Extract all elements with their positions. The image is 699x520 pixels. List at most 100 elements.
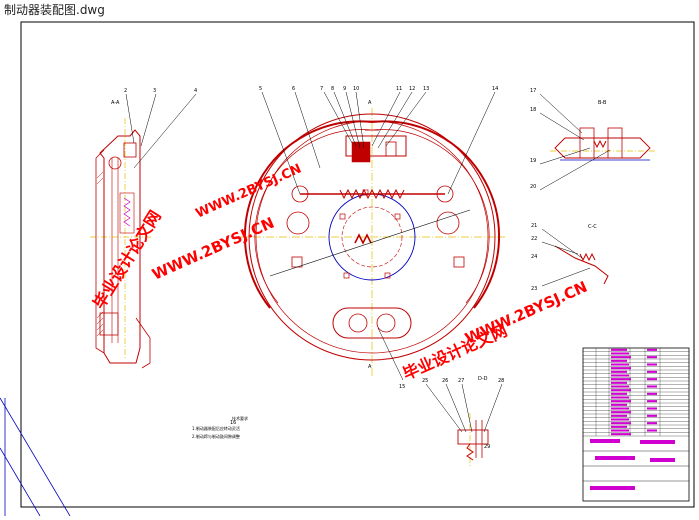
section-label-d-d: D-D xyxy=(478,376,488,382)
title-block-cell-text xyxy=(611,356,631,359)
title-block-cell-text xyxy=(611,363,629,366)
svg-text:28: 28 xyxy=(498,378,504,384)
title-block-cell-text xyxy=(611,433,631,436)
lower-anchor-hole-right xyxy=(376,313,396,333)
drum-outer-circle xyxy=(248,113,496,361)
title-block-cell-text xyxy=(647,422,657,425)
title-block-cell-text xyxy=(611,414,627,417)
shoe-right xyxy=(371,120,501,309)
svg-text:5: 5 xyxy=(259,86,262,92)
title-block[interactable] xyxy=(582,347,690,502)
svg-text:2.制动蹄与制动鼓间隙调整: 2.制动蹄与制动鼓间隙调整 xyxy=(192,433,240,439)
upper-return-spring xyxy=(339,188,405,200)
b-b-balloons: 17 18 19 20 xyxy=(530,88,536,190)
title-block-cell-text xyxy=(611,348,627,351)
section-view-c-c[interactable]: C-C 21 22 23 24 xyxy=(531,223,609,292)
drawing-border xyxy=(20,21,695,508)
section-line-main xyxy=(269,209,471,277)
adjuster-section xyxy=(119,192,135,234)
svg-text:4: 4 xyxy=(194,88,197,94)
left-balloons: 2 3 4 xyxy=(124,88,197,94)
title-block-cell-text xyxy=(640,440,675,444)
svg-text:20: 20 xyxy=(530,184,536,190)
shoe-outline xyxy=(95,149,105,354)
title-block-cell-text xyxy=(611,367,631,370)
title-block-cell-text xyxy=(611,374,629,377)
title-block-cell-text xyxy=(611,378,631,381)
title-block-cell-text xyxy=(611,418,629,421)
d-d-leaders xyxy=(425,383,503,433)
section-view-d-d[interactable]: D-D 25 26 27 28 29 xyxy=(422,376,504,468)
mount-flange xyxy=(135,317,151,369)
title-block-cell-text xyxy=(647,378,657,381)
title-block-cell-text xyxy=(647,348,657,351)
title-block-cell-text xyxy=(647,429,657,432)
left-leaders xyxy=(125,93,197,169)
anchor-pin xyxy=(108,156,122,170)
section-label-b-b: B-B xyxy=(598,100,607,106)
title-block-cell-text xyxy=(611,400,631,403)
svg-text:29: 29 xyxy=(484,444,490,450)
title-block-cell-text xyxy=(611,407,629,410)
drawing-background xyxy=(0,18,699,516)
lower-anchor-block xyxy=(99,312,119,336)
svg-text:23: 23 xyxy=(531,286,537,292)
drawing-canvas[interactable]: A-A 2 3 4 xyxy=(0,18,699,517)
svg-text:1.制动器装配后应转动灵活: 1.制动器装配后应转动灵活 xyxy=(192,425,240,431)
title-block-cell-text xyxy=(611,396,629,399)
main-leaders xyxy=(261,91,496,381)
title-block-cell-text xyxy=(611,385,629,388)
title-block-cell-text xyxy=(595,456,635,460)
b-b-body xyxy=(554,137,651,159)
center-adjuster-spring xyxy=(354,233,372,245)
title-block-frame xyxy=(582,347,690,502)
return-spring-section xyxy=(123,197,131,227)
title-block-cell-text xyxy=(611,370,627,373)
svg-text:9: 9 xyxy=(343,86,346,92)
main-drum-view[interactable]: A A 5 6 7 8 9 10 11 12 13 14 15 xyxy=(230,86,505,426)
backing-plate-outline xyxy=(99,129,141,364)
c-c-spring xyxy=(579,252,596,262)
title-block-cell-text xyxy=(647,407,657,410)
svg-text:16: 16 xyxy=(230,420,236,426)
c-c-leaders xyxy=(541,228,591,287)
svg-text:21: 21 xyxy=(531,223,537,229)
svg-text:2: 2 xyxy=(124,88,127,94)
svg-text:26: 26 xyxy=(442,378,448,384)
lower-anchor-plate xyxy=(332,307,412,339)
b-b-nut-left xyxy=(579,127,595,159)
wheel-cylinder-piston xyxy=(351,141,371,163)
section-view-b-b[interactable]: B-B 17 18 19 20 xyxy=(530,88,655,191)
title-block-cell-text xyxy=(611,389,631,392)
title-block-cell-text xyxy=(647,414,657,417)
window-title: 制动器装配图.dwg xyxy=(4,3,105,17)
d-d-spring xyxy=(466,443,474,461)
lining-left xyxy=(254,129,373,304)
bleeder xyxy=(385,141,397,157)
title-block-cell-text xyxy=(647,385,657,388)
title-block-cell-text xyxy=(611,411,631,414)
b-b-spring xyxy=(593,139,607,149)
svg-text:8: 8 xyxy=(331,86,334,92)
title-block-cell-text xyxy=(611,403,627,406)
wheel-cylinder-section xyxy=(123,142,137,158)
shoe-left xyxy=(243,120,373,309)
title-block-cell-text xyxy=(611,381,627,384)
window-title-bar: 制动器装配图.dwg xyxy=(0,0,699,18)
section-label-c-c: C-C xyxy=(588,224,597,230)
b-b-nut-right xyxy=(607,127,623,159)
hub-inner-circle xyxy=(341,206,403,268)
svg-text:18: 18 xyxy=(530,107,536,113)
d-d-balloons: 25 26 27 28 29 xyxy=(422,378,504,450)
d-d-body xyxy=(457,429,489,445)
corner-lines xyxy=(0,397,71,517)
title-block-cell-text xyxy=(590,486,635,490)
hatching-left xyxy=(96,171,104,337)
wheel-cylinder xyxy=(345,135,407,157)
title-block-cell-text xyxy=(611,392,627,395)
cut-label-top: A xyxy=(368,100,372,106)
svg-text:10: 10 xyxy=(353,86,359,92)
section-view-a-a[interactable]: A-A 2 3 4 xyxy=(90,88,197,369)
title-block-cell-text xyxy=(647,400,657,403)
section-label-a-a: A-A xyxy=(111,100,120,106)
